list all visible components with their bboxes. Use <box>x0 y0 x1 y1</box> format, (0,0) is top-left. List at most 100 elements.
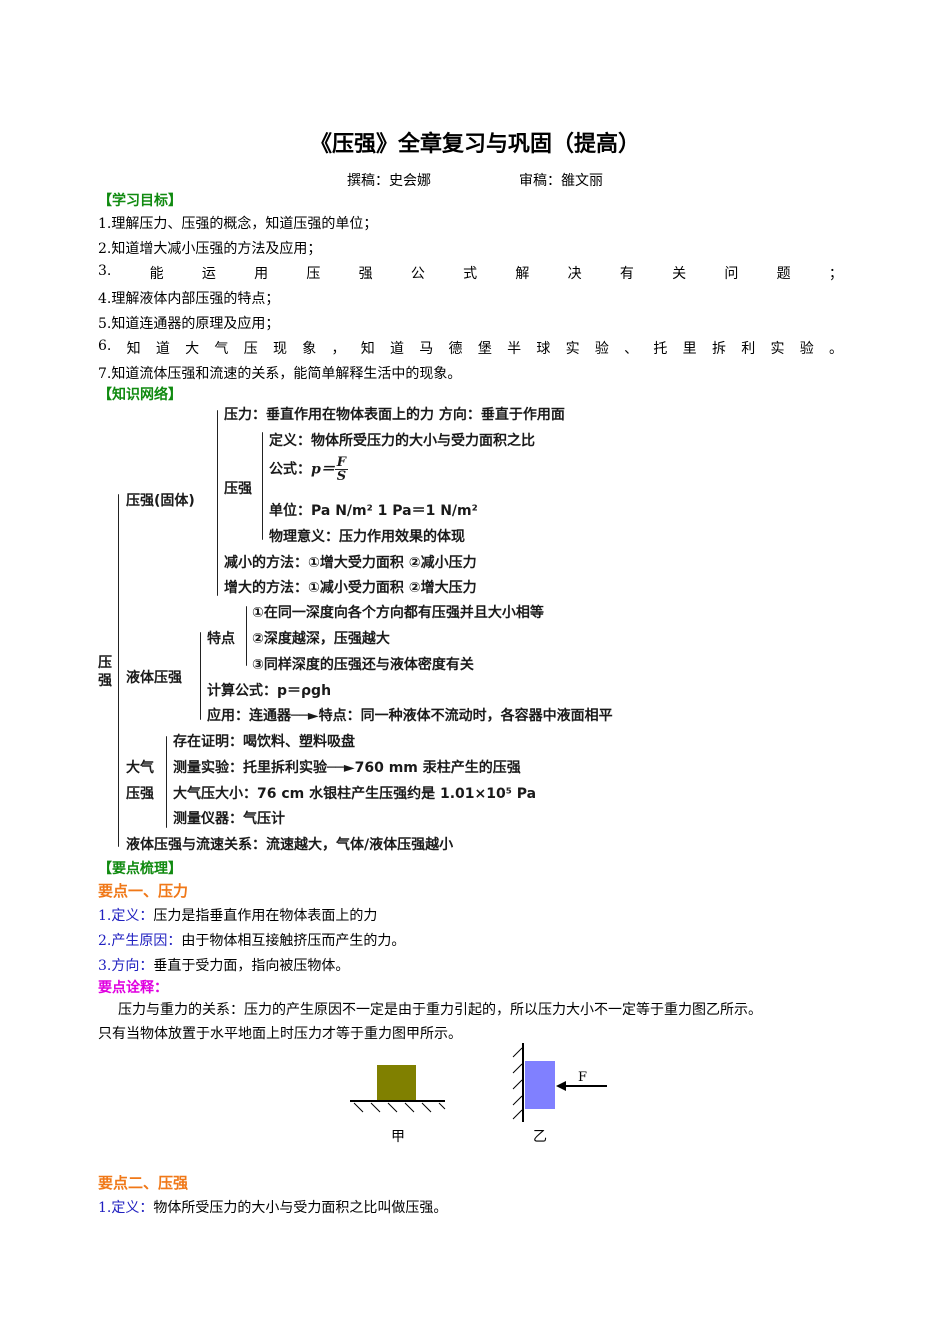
point1-item-2: 2.产生原因：由于物体相互接触挤压而产生的力。 <box>98 933 406 949</box>
atmosphere-label-1: 大气 <box>126 760 154 776</box>
decrease-method: 减小的方法：①增大受力面积 ②减小压力 <box>224 555 477 571</box>
feature-1: ①在同一深度向各个方向都有压强并且大小相等 <box>252 605 544 621</box>
meaning-line: 物理意义：压力作用效果的体现 <box>269 529 465 545</box>
goal-char: ； <box>828 266 843 282</box>
goal-char: 德 <box>448 341 463 357</box>
goal-char: 现 <box>272 341 287 357</box>
goal-char: 能 <box>149 266 164 282</box>
point1-item-3: 3.方向：垂直于受力面，指向被压物体。 <box>98 958 350 974</box>
solid-pressure-label: 压强 <box>224 481 252 497</box>
force-arrow-icon <box>556 1081 566 1091</box>
document-title: 《压强》全章复习与巩固（提高） <box>309 132 640 157</box>
atmosphere-item-1: 存在证明：喝饮料、塑料吸盘 <box>173 734 355 750</box>
goal-char: ， <box>331 341 346 357</box>
goal-char: 知 <box>360 341 375 357</box>
goal-char: 马 <box>419 341 434 357</box>
note-line-1: 压力与重力的关系：压力的产生原因不一定是由于重力引起的，所以压力大小不一定等于重… <box>104 1002 762 1018</box>
reviewer-name: 雒文丽 <box>561 173 603 189</box>
feature-3: ③同样深度的压强还与液体密度有关 <box>252 657 474 673</box>
liquid-brace <box>200 632 201 720</box>
pressure-diagram-svg <box>350 1043 607 1122</box>
atmosphere-item-2: 测量实验：托里拆利实验──►760 mm 汞柱产生的压强 <box>173 760 521 776</box>
atmosphere-item-3: 大气压大小：76 cm 水银柱产生压强约是 1.01×10⁵ Pa <box>173 786 537 802</box>
key-points-heading: 【要点梳理】 <box>98 861 182 877</box>
goal-char: 验 <box>799 341 814 357</box>
goal-char: 实 <box>770 341 785 357</box>
goal-char: 式 <box>463 266 478 282</box>
goal-char: 里 <box>682 341 697 357</box>
goal-char: 托 <box>653 341 668 357</box>
liquid-formula: 计算公式：p＝ρgh <box>207 683 332 699</box>
liquid-label: 液体压强 <box>126 670 182 686</box>
goal-char: 运 <box>201 266 216 282</box>
learning-goals-heading: 【学习目标】 <box>98 193 182 209</box>
goal-item-6: 6.知道大气压现象，知道马德堡半球实验、托里拆利实验。 <box>98 338 843 358</box>
point2-heading: 要点二、压强 <box>98 1174 189 1192</box>
goal-item-5: 5.知道连通器的原理及应用； <box>98 316 280 332</box>
goal-char: 关 <box>672 266 687 282</box>
goal-char: 问 <box>724 266 739 282</box>
goal-char: 、 <box>624 341 639 357</box>
fluid-relation: 液体压强与流速关系：流速越大，气体/液体压强越小 <box>126 837 454 853</box>
goal-char: 道 <box>155 341 170 357</box>
goal-char: 球 <box>536 341 551 357</box>
feature-2: ②深度越深，压强越大 <box>252 631 390 647</box>
goal-char: 大 <box>185 341 200 357</box>
goal-char: 利 <box>741 341 756 357</box>
goal-char: 验 <box>594 341 609 357</box>
knowledge-network-heading: 【知识网络】 <box>98 387 182 403</box>
root-label: 压强 <box>98 655 112 689</box>
caption-jia: 甲 <box>391 1129 405 1145</box>
features-label: 特点 <box>207 631 235 647</box>
pressure-brace <box>262 432 263 540</box>
goal-char: 知 <box>126 341 141 357</box>
solid-pressure-force: 压力：垂直作用在物体表面上的力 方向：垂直于作用面 <box>224 407 565 423</box>
caption-yi: 乙 <box>533 1129 547 1145</box>
goal-char: 用 <box>254 266 269 282</box>
solid-label: 压强(固体) <box>126 493 195 509</box>
unit-line: 单位：Pa N/m² 1 Pa＝1 N/m² <box>269 503 478 519</box>
features-brace <box>246 606 247 666</box>
goal-char: 题 <box>776 266 791 282</box>
block-on-wall <box>525 1061 555 1109</box>
goal-char: 公 <box>410 266 425 282</box>
liquid-application: 应用：连通器──►特点：同一种液体不流动时，各容器中液面相平 <box>207 708 613 724</box>
definition-line: 定义：物体所受压力的大小与受力面积之比 <box>269 433 535 449</box>
note-line-2: 只有当物体放置于水平地面上时压力才等于重力图甲所示。 <box>98 1026 462 1042</box>
goal-char: 。 <box>829 341 843 357</box>
goal-char: 压 <box>243 341 258 357</box>
goal-char: 3. <box>98 263 112 279</box>
goal-char: 实 <box>565 341 580 357</box>
goal-item-2: 2.知道增大减小压强的方法及应用； <box>98 241 322 257</box>
reviewer-label: 审稿： <box>519 173 561 189</box>
goal-char: 解 <box>515 266 530 282</box>
goal-char: 拆 <box>711 341 726 357</box>
atmosphere-label-2: 压强 <box>126 786 154 802</box>
writer-name: 史会娜 <box>389 173 431 189</box>
authors-line: 撰稿：史会娜 审稿：雒文丽 <box>0 170 950 190</box>
goal-char: 气 <box>214 341 229 357</box>
point1-item-1: 1.定义：压力是指垂直作用在物体表面上的力 <box>98 908 378 924</box>
goal-item-3: 3.能运用压强公式解决有关问题； <box>98 263 843 283</box>
atmosphere-item-4: 测量仪器：气压计 <box>173 811 285 827</box>
goal-char: 6. <box>98 338 112 354</box>
block-on-floor <box>377 1065 416 1100</box>
solid-brace <box>217 410 218 596</box>
root-brace <box>118 494 119 847</box>
goal-char: 决 <box>567 266 582 282</box>
goal-char: 象 <box>302 341 317 357</box>
writer-label: 撰稿： <box>347 173 389 189</box>
force-label: F <box>578 1070 588 1085</box>
goal-char: 半 <box>507 341 522 357</box>
goal-char: 有 <box>619 266 634 282</box>
goal-item-1: 1.理解压力、压强的概念，知道压强的单位； <box>98 216 378 232</box>
goal-item-7: 7.知道流体压强和流速的关系，能简单解释生活中的现象。 <box>98 366 462 382</box>
goal-char: 强 <box>358 266 373 282</box>
point2-item-1: 1.定义：物体所受压力的大小与受力面积之比叫做压强。 <box>98 1200 448 1216</box>
atmosphere-brace <box>166 736 167 828</box>
goal-char: 堡 <box>477 341 492 357</box>
increase-method: 增大的方法：①减小受力面积 ②增大压力 <box>224 580 477 596</box>
goal-char: 道 <box>390 341 405 357</box>
goal-item-4: 4.理解液体内部压强的特点； <box>98 291 280 307</box>
